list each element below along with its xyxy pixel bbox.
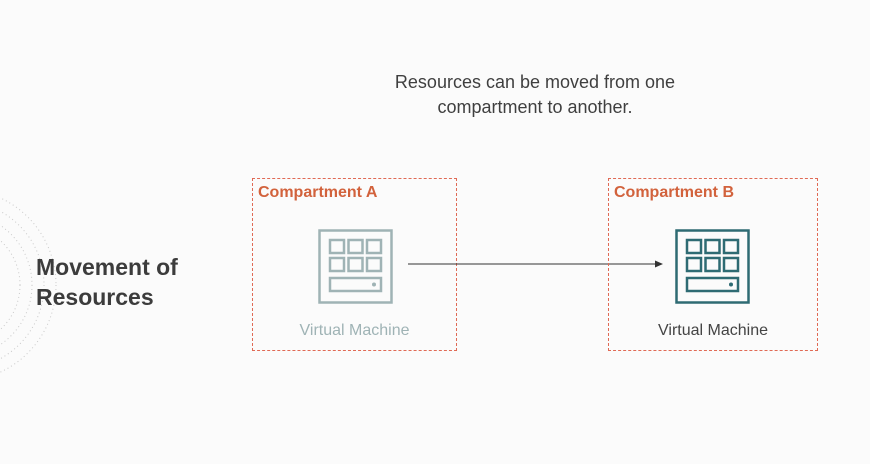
- virtual-machine-label: Virtual Machine: [658, 322, 768, 339]
- slide-title-line-1: Movement of: [36, 254, 178, 280]
- slide-title: Movement of Resources: [36, 252, 236, 312]
- slide-subtitle-line-2: compartment to another.: [437, 97, 633, 117]
- compartment-a-label: Compartment A: [258, 184, 378, 201]
- compartment-b-label: Compartment B: [614, 184, 735, 201]
- virtual-machine-label: Virtual Machine: [299, 322, 410, 339]
- decorative-dotted-circles: [0, 197, 57, 373]
- virtual-machine-icon: [675, 229, 750, 304]
- arrow-right-icon: [408, 260, 663, 268]
- slide-subtitle-line-1: Resources can be moved from one: [394, 72, 676, 92]
- slide-subtitle: Resources can be moved from one compartm…: [330, 70, 740, 120]
- virtual-machine-icon: [318, 229, 393, 304]
- slide-title-line-2: Resources: [36, 284, 154, 310]
- compartment-a: Compartment A Virtual Machine: [252, 178, 457, 351]
- compartment-b: Compartment B Virtual Machine: [608, 178, 818, 351]
